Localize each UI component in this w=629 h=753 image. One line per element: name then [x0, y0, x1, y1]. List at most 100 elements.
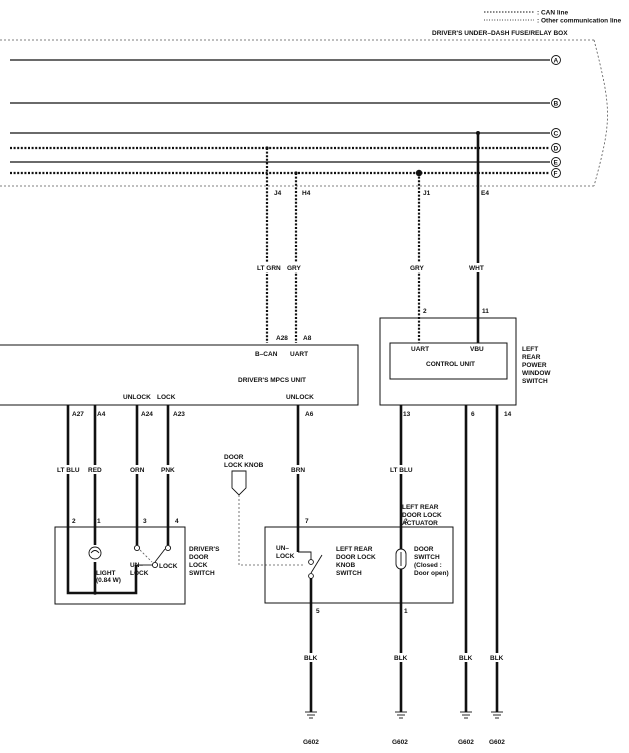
legend-can-line: : CAN line — [537, 10, 568, 17]
label-uart: UART — [411, 346, 429, 353]
door-lock-actuator: 7 2 LEFT REAR DOOR LOCK ACTUATOR UN– LOC… — [264, 504, 454, 615]
pin-13: 13 — [403, 411, 411, 418]
pin-a27: A27 — [72, 411, 84, 418]
pin-a23: A23 — [173, 411, 185, 418]
actuator-label-3: ACTUATOR — [402, 520, 438, 527]
door-lock-knob: DOOR LOCK KNOB — [224, 454, 305, 566]
actuator-label-1: LEFT REAR — [402, 504, 439, 511]
wire-color-blk: BLK — [394, 655, 408, 662]
fuse-ref-a: A — [554, 58, 559, 65]
fuse-ref-d: D — [554, 146, 559, 153]
terminal-j4: J4 — [274, 190, 282, 197]
ground-label: G602 — [303, 739, 319, 746]
fuse-ref-b: B — [554, 101, 559, 108]
label-unlock: UNLOCK — [286, 394, 314, 401]
wire-color-blk: BLK — [490, 655, 504, 662]
mpcs-unit-name: DRIVER'S MPCS UNIT — [238, 377, 306, 384]
un-label: UN– — [130, 562, 143, 569]
knob-switch-label-1: LEFT REAR — [336, 546, 373, 553]
wire-color-brn: BRN — [291, 467, 305, 474]
pin-6: 6 — [471, 411, 475, 418]
fuse-box-title: DRIVER'S UNDER–DASH FUSE/RELAY BOX — [432, 30, 568, 37]
dls-label-4: SWITCH — [189, 570, 215, 577]
wire-color-gry: GRY — [287, 265, 302, 272]
legend-other-line: : Other communication line — [537, 18, 622, 25]
lock-label: LOCK — [276, 553, 295, 560]
label-unlock: UNLOCK — [123, 394, 151, 401]
pin-3: 3 — [143, 518, 147, 525]
pin-a28: A28 — [276, 335, 288, 342]
light-label: LIGHT — [96, 570, 116, 577]
pin-2: 2 — [72, 518, 76, 525]
pin-a4: A4 — [97, 411, 106, 418]
light-bulb-icon — [88, 546, 102, 560]
light-rating: (0.84 W) — [96, 577, 121, 584]
door-switch-label-4: Door open) — [414, 570, 449, 577]
ground-label: G602 — [489, 739, 505, 746]
label-vbu: VBU — [470, 346, 484, 353]
ground-icon — [460, 711, 472, 719]
terminal-e4: E4 — [481, 190, 489, 197]
pin-1: 1 — [97, 518, 101, 525]
dls-label-1: DRIVER'S — [189, 546, 220, 553]
actuator-label-2: DOOR LOCK — [402, 512, 442, 519]
pin-2: 2 — [423, 308, 427, 315]
control-unit-name: CONTROL UNIT — [426, 361, 475, 368]
pin-a24: A24 — [141, 411, 153, 418]
pin-5: 5 — [316, 608, 320, 615]
ground-icon — [305, 711, 317, 719]
pin-a6: A6 — [305, 411, 314, 418]
lock-label: LOCK — [159, 563, 178, 570]
wire-color-pnk: PNK — [161, 467, 175, 474]
door-lock-knob-line1: DOOR — [224, 454, 244, 461]
label-uart: UART — [290, 351, 308, 358]
wire-color-blk: BLK — [459, 655, 473, 662]
knob-switch-label-3: KNOB — [336, 562, 355, 569]
wire-color-gry: GRY — [410, 265, 425, 272]
door-switch-label-1: DOOR — [414, 546, 434, 553]
fuse-ref-f: F — [554, 171, 558, 178]
door-lock-knob-icon — [231, 470, 247, 496]
un-label: UN– — [276, 545, 289, 552]
mpcs-unit: A28 A8 B–CAN UART DRIVER'S MPCS UNIT UNL… — [0, 335, 359, 418]
pw-label-2: REAR — [522, 354, 541, 361]
pin-1: 1 — [404, 608, 408, 615]
terminal-j1: J1 — [423, 190, 431, 197]
pw-label-3: POWER — [522, 362, 547, 369]
pin-11: 11 — [482, 308, 489, 315]
ground-label: G602 — [392, 739, 408, 746]
wire-color-wht: WHT — [469, 265, 484, 272]
fuse-ref-c: C — [554, 131, 559, 138]
pin-a8: A8 — [303, 335, 312, 342]
pin-2: 2 — [404, 518, 408, 525]
terminal-h4: H4 — [302, 190, 311, 197]
legend: : CAN line : Other communication line — [484, 10, 622, 25]
ground-label: G602 — [458, 739, 474, 746]
ground-wiring: BLK BLK BLK BLK G602 G602 G602 G — [302, 603, 506, 746]
pin-14: 14 — [504, 411, 512, 418]
pw-label-1: LEFT — [522, 346, 538, 353]
label-b-can: B–CAN — [255, 351, 278, 358]
label-lock: LOCK — [157, 394, 176, 401]
wire-color-blk: BLK — [304, 655, 318, 662]
dls-label-2: DOOR — [189, 554, 209, 561]
pw-label-5: SWITCH — [522, 378, 548, 385]
wire-color-lt-grn: LT GRN — [257, 265, 281, 272]
pin-7: 7 — [305, 518, 309, 525]
fuse-ref-e: E — [554, 160, 559, 167]
wire-color-lt-blu: LT BLU — [390, 467, 413, 474]
lock-label: LOCK — [130, 570, 149, 577]
door-switch-label-2: SWITCH — [414, 554, 440, 561]
power-window-switch: 2 11 UART VBU CONTROL UNIT LEFT REAR POW… — [379, 308, 551, 418]
lower-wiring: LT BLU RED ORN PNK BRN LT BLU — [56, 405, 499, 712]
door-switch-icon — [395, 548, 407, 570]
knob-switch-label-4: SWITCH — [336, 570, 362, 577]
knob-switch-label-2: DOOR LOCK — [336, 554, 376, 561]
wire-color-orn: ORN — [130, 467, 145, 474]
door-switch-label-3: (Closed : — [414, 562, 442, 569]
ground-icon — [491, 711, 503, 719]
pw-label-4: WINDOW — [522, 370, 551, 377]
dls-label-3: LOCK — [189, 562, 208, 569]
door-lock-knob-line2: LOCK KNOB — [224, 462, 264, 469]
